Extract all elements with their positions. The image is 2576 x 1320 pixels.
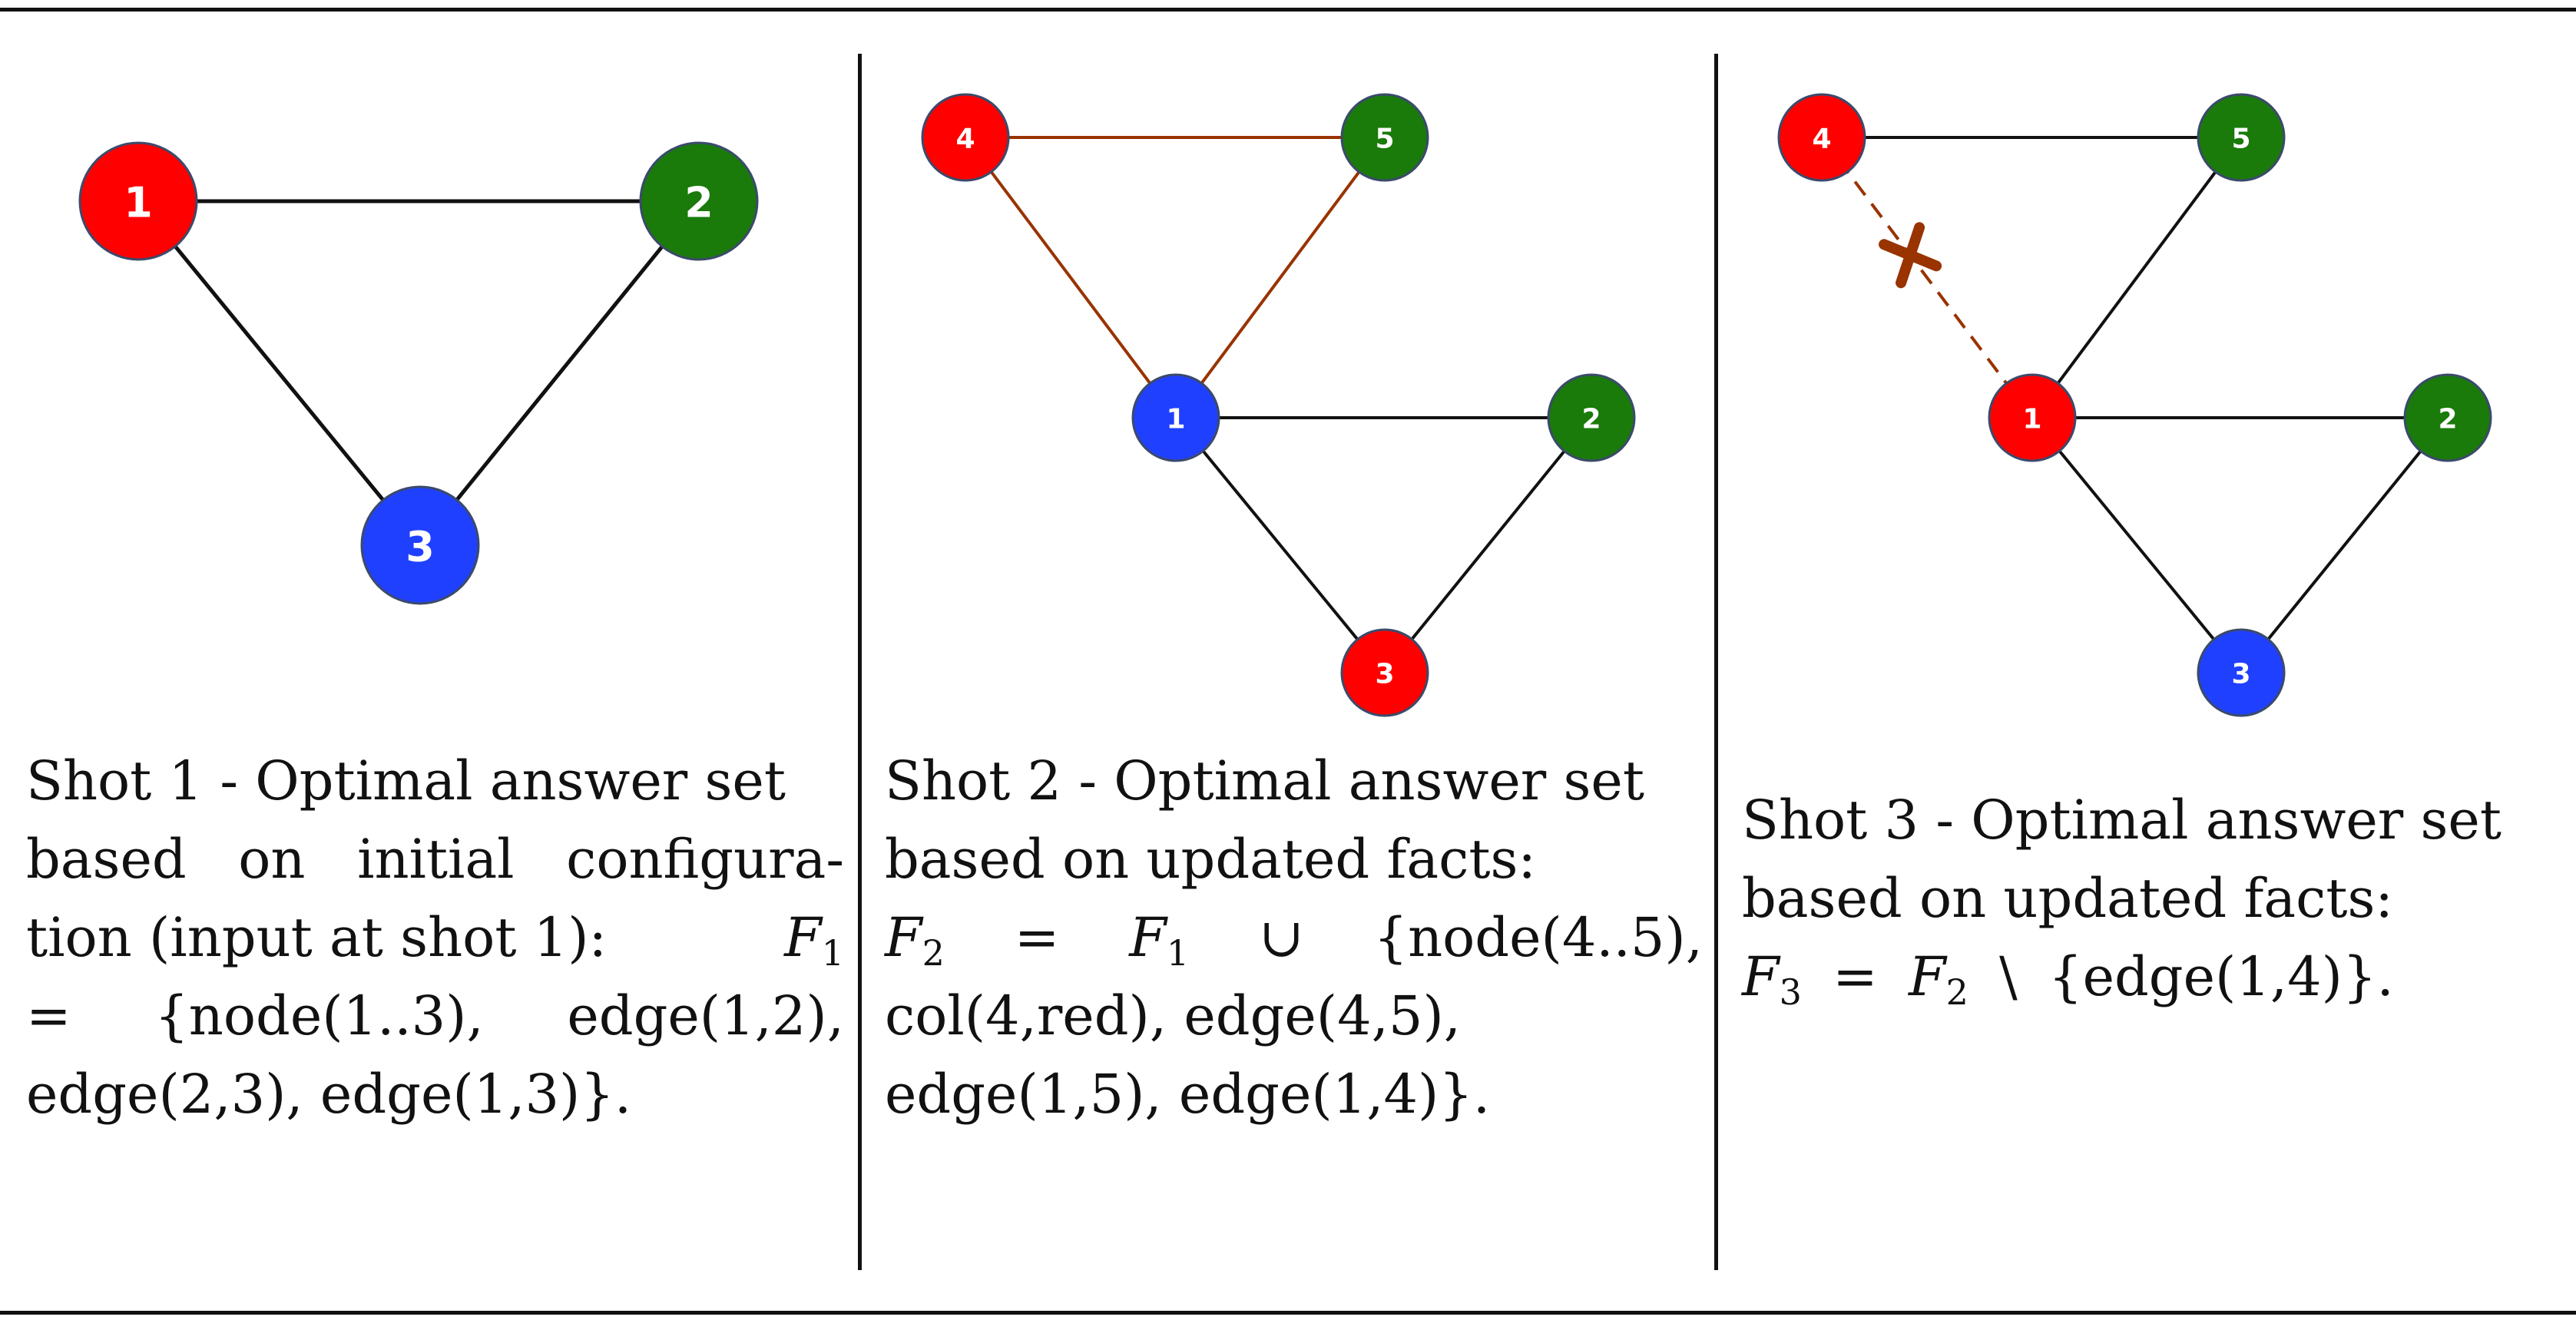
node-label: 5 [2231, 124, 2250, 155]
graph-panel-2: 4 5 1 2 3 [921, 93, 1636, 717]
caption-line: tion (input at shot 1): F1 [26, 898, 844, 977]
node-circle [1340, 628, 1429, 717]
node-circle [78, 141, 198, 261]
node-circle [1340, 93, 1429, 182]
caption-line: = {node(1..3), edge(1,2), [26, 977, 844, 1055]
edge-2-3 [1383, 416, 1593, 674]
node-label: 1 [1166, 404, 1185, 435]
edge-4-1 [964, 136, 1177, 419]
caption-set-item: edge(1,2), [567, 984, 844, 1047]
node-circle [1988, 373, 2077, 462]
node-circle [921, 93, 1010, 182]
caption-line: based on initial configura- [26, 828, 844, 891]
edge-1-3 [1174, 416, 1386, 674]
caption-equals: = [26, 984, 71, 1047]
edge-1-3 [137, 200, 422, 547]
node-3: 3 [1340, 628, 1429, 717]
node-5: 5 [1340, 93, 1429, 182]
caption-line: edge(1,5), edge(1,4)}. [885, 1063, 1491, 1126]
bottom-rule [0, 1311, 2576, 1315]
node-label: 4 [1812, 124, 1831, 155]
edge-2-3 [419, 200, 700, 547]
panel-divider-1 [858, 54, 862, 1270]
caption-line: Shot 1 - Optimal answer set [26, 749, 786, 812]
edge-2-3 [2240, 416, 2449, 674]
caption-line: based on updated facts: [1742, 867, 2393, 930]
node-circle [1547, 373, 1636, 462]
caption-line: F2 = F1 ∪ {node(4..5), [885, 898, 1703, 977]
node-label: 1 [124, 179, 153, 227]
caption-set: {node(4..5), [1373, 906, 1703, 969]
edge-4-1 [1820, 136, 2034, 419]
caption-union: ∪ [1259, 906, 1304, 969]
removed-edge-x-icon [1879, 222, 1942, 289]
node-circle [639, 141, 759, 261]
edge-5-1 [1174, 136, 1386, 419]
caption-line: based on updated facts: [885, 828, 1536, 891]
node-circle [360, 485, 480, 605]
node-label: 3 [2231, 659, 2250, 690]
node-2: 2 [639, 141, 759, 261]
node-3: 3 [360, 485, 480, 605]
node-label: 5 [1375, 124, 1394, 155]
caption-equals: = [1014, 906, 1060, 969]
node-label: 4 [955, 124, 975, 155]
caption-set-start: {node(1..3), [154, 984, 484, 1047]
panel-divider-2 [1714, 54, 1718, 1270]
node-5: 5 [2197, 93, 2286, 182]
node-1: 1 [1988, 373, 2077, 462]
node-label: 1 [2022, 404, 2041, 435]
caption-formula: F1 [784, 906, 844, 974]
caption-shot-3: Shot 3 - Optimal answer set based on upd… [1742, 781, 2564, 1016]
edge-1-3 [2031, 416, 2243, 674]
node-circle [2197, 628, 2286, 717]
caption-line: edge(2,3), edge(1,3)}. [26, 1063, 632, 1126]
node-1: 1 [78, 141, 198, 261]
node-1: 1 [1131, 373, 1220, 462]
node-label: 2 [684, 179, 714, 227]
node-circle [1777, 93, 1866, 182]
node-label: 2 [1581, 404, 1601, 435]
node-label: 2 [2438, 404, 2457, 435]
node-circle [2197, 93, 2286, 182]
caption-line: Shot 2 - Optimal answer set [885, 749, 1644, 812]
node-label: 3 [1375, 659, 1394, 690]
node-4: 4 [1777, 93, 1866, 182]
caption-text: tion (input at shot 1): [26, 906, 608, 969]
caption-line: col(4,red), edge(4,5), [885, 984, 1462, 1047]
node-3: 3 [2197, 628, 2286, 717]
node-2: 2 [1547, 373, 1636, 462]
node-circle [2403, 373, 2492, 462]
edge-5-1 [2031, 136, 2243, 419]
node-2: 2 [2403, 373, 2492, 462]
caption-formula: F1 [1129, 906, 1190, 974]
caption-formula: F2 [885, 906, 945, 974]
graph-panel-1: 1 2 3 [78, 141, 759, 605]
caption-shot-1: Shot 1 - Optimal answer set based on ini… [26, 742, 844, 1133]
node-circle [1131, 373, 1220, 462]
caption-line: Shot 3 - Optimal answer set [1742, 789, 2502, 852]
caption-shot-2: Shot 2 - Optimal answer set based on upd… [885, 742, 1703, 1133]
caption-line: F3 = F2 \ {edge(1,4)}. [1742, 945, 2394, 1013]
top-rule [0, 8, 2576, 12]
node-label: 3 [406, 523, 435, 571]
graph-panel-3: 4 5 1 2 3 [1777, 93, 2492, 717]
node-4: 4 [921, 93, 1010, 182]
